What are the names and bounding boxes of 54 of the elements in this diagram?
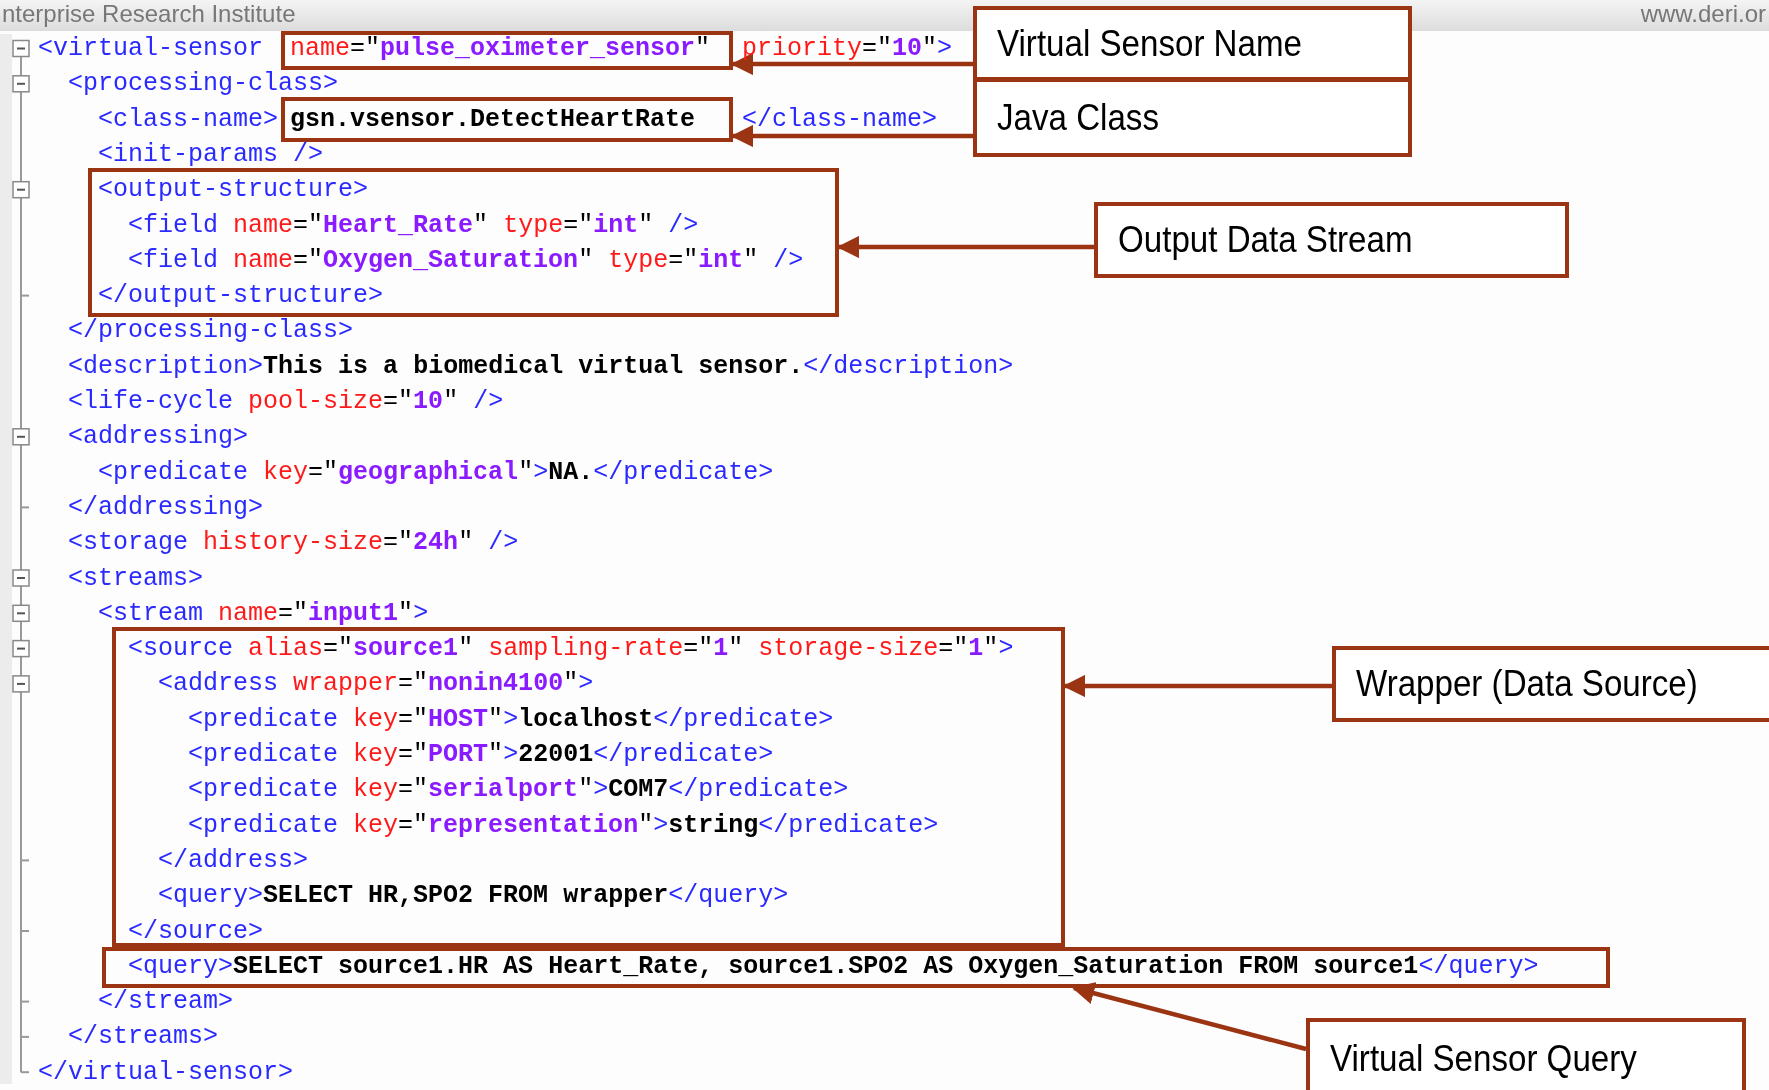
code-line: priority="10">	[742, 36, 953, 61]
code-line: </address>	[158, 847, 309, 873]
header-text: nterprise Research Institute	[2, 1, 296, 27]
arrow	[1062, 674, 1332, 698]
code-line: <predicate key="PORT">22001</predicate>	[188, 742, 774, 767]
code-line: </stream>	[98, 989, 234, 1015]
code-line: </addressing>	[68, 494, 264, 520]
code-line: <predicate key="serialport">COM7</predicate>	[188, 777, 849, 803]
callout-text: Wrapper (Data Source)	[1356, 663, 1698, 705]
code-line: <description>This is a biomedical virtual sensor.</description>	[68, 353, 1014, 379]
callout-text: Java Class	[997, 96, 1159, 139]
code-line: <field name="Oxygen_Saturation" type="int" />	[128, 247, 804, 273]
callout-box	[973, 78, 1412, 157]
code-line: <streams>	[68, 565, 204, 591]
callout-box	[1306, 1018, 1746, 1090]
code-line: <predicate key="representation">string</predicate>	[188, 812, 939, 838]
code-line: <query>SELECT source1.HR AS Heart_Rate, source1.SPO2 AS Oxygen_Saturation FROM source1</query>	[128, 953, 1539, 979]
code-line: </virtual-sensor>	[38, 1059, 294, 1085]
code-line: name="pulse_oximeter_sensor"	[290, 36, 711, 61]
header-text: www.deri.or	[1640, 1, 1766, 27]
callout-box	[1332, 646, 1769, 722]
code-line: </class-name>	[742, 106, 938, 132]
callout-text: Virtual Sensor Name	[997, 22, 1302, 65]
code-line: <predicate key="geographical">NA.</predicate>	[98, 459, 774, 485]
callout-box	[973, 6, 1412, 81]
code-line: <init-params />	[98, 141, 324, 167]
code-line: <source alias="source1" sampling-rate="1" storage-size="1">	[128, 636, 1014, 662]
code-line: <field name="Heart_Rate" type="int" />	[128, 212, 699, 238]
callout-text: Output Data Stream	[1118, 219, 1413, 261]
code-line: <class-name>	[98, 106, 279, 132]
code-line: gsn.vsensor.DetectHeartRate	[290, 106, 696, 132]
arrow	[730, 52, 973, 76]
code-line: </output-structure>	[98, 283, 384, 309]
callout-box	[1094, 202, 1569, 278]
code-line: </streams>	[68, 1024, 219, 1050]
arrow	[730, 124, 973, 148]
arrow	[836, 235, 1094, 259]
code-line: <query>SELECT HR,SPO2 FROM wrapper</query>	[158, 883, 789, 909]
code-line: <address wrapper="nonin4100">	[158, 671, 594, 697]
highlight-box	[281, 97, 733, 142]
code-line: <output-structure>	[98, 177, 369, 203]
code-line: <addressing>	[68, 424, 249, 450]
highlight-box	[112, 627, 1065, 947]
code-line: <predicate key="HOST">localhost</predicate>	[188, 706, 834, 732]
highlight-box	[281, 31, 733, 70]
code-line: <processing-class>	[68, 71, 339, 97]
highlight-box	[102, 947, 1610, 988]
code-line: <life-cycle pool-size="10" />	[68, 389, 504, 414]
arrow	[1071, 982, 1307, 1052]
code-line: <storage history-size="24h" />	[68, 530, 519, 556]
code-line: </source>	[128, 918, 264, 944]
highlight-box	[88, 168, 839, 317]
callout-text: Virtual Sensor Query	[1330, 1038, 1637, 1080]
code-line: <virtual-sensor	[38, 36, 264, 61]
